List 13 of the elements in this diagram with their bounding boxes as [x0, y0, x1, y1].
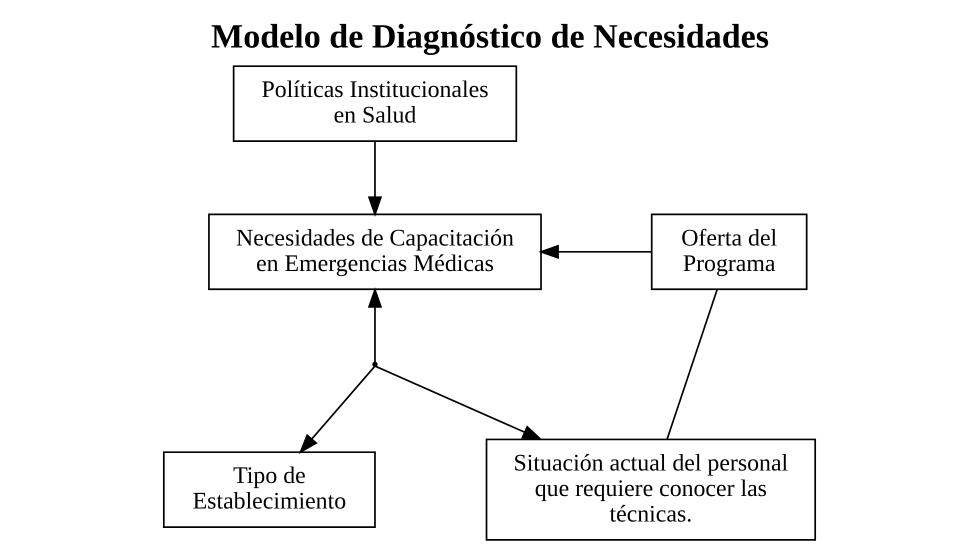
connector [666, 289, 718, 440]
arrow [368, 287, 382, 362]
arrow [538, 244, 652, 259]
node-box: Oferta del Programa [650, 214, 808, 290]
node-point [372, 362, 378, 368]
diagram-title: Modelo de Diagnóstico de Necesidades [211, 18, 770, 56]
arrow [375, 366, 543, 440]
node-box: Políticas Institucionales en Salud [232, 65, 518, 142]
arrow [298, 366, 376, 454]
arrow [368, 141, 382, 217]
node-box: Situación actual del personal que requiere conocer las técnicas. [486, 438, 816, 541]
node-box: Necesidades de Capacitación en Emergencias Médicas [208, 214, 542, 290]
node-box: Tipo de Establecimiento [162, 451, 376, 528]
